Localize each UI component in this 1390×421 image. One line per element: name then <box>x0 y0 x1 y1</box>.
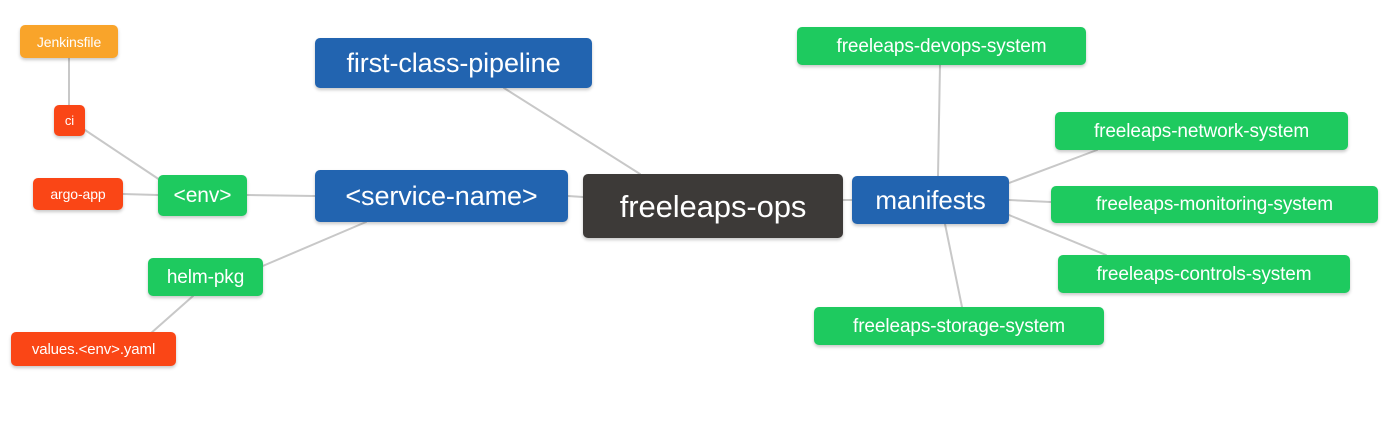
edge-service-name-to-freeleaps-ops <box>567 195 584 198</box>
edge-manifests-to-freeleaps-devops-system <box>937 64 941 177</box>
node-manifests[interactable]: manifests <box>852 176 1009 224</box>
edge-helm-pkg-to-service-name <box>257 221 367 269</box>
node-ci[interactable]: ci <box>54 105 85 136</box>
node-freeleaps-network-system[interactable]: freeleaps-network-system <box>1055 112 1348 150</box>
node-freeleaps-devops-system[interactable]: freeleaps-devops-system <box>797 27 1086 65</box>
node-argo-app[interactable]: argo-app <box>33 178 123 210</box>
edge-argo-app-to-env <box>122 193 159 196</box>
edge-manifests-to-freeleaps-monitoring-system <box>1008 199 1052 203</box>
node-freeleaps-controls-system[interactable]: freeleaps-controls-system <box>1058 255 1350 293</box>
node-freeleaps-ops[interactable]: freeleaps-ops <box>583 174 843 238</box>
node-freeleaps-storage-system[interactable]: freeleaps-storage-system <box>814 307 1104 345</box>
node-env[interactable]: <env> <box>158 175 247 216</box>
edge-values-yaml-to-helm-pkg <box>149 295 194 335</box>
node-helm-pkg[interactable]: helm-pkg <box>148 258 263 296</box>
edge-first-class-pipeline-to-freeleaps-ops <box>503 87 641 175</box>
edge-ci-to-env <box>84 129 161 181</box>
node-values-yaml[interactable]: values.<env>.yaml <box>11 332 176 366</box>
node-service-name[interactable]: <service-name> <box>315 170 568 222</box>
node-first-class-pipeline[interactable]: first-class-pipeline <box>315 38 592 88</box>
node-freeleaps-monitoring-system[interactable]: freeleaps-monitoring-system <box>1051 186 1378 223</box>
edge-env-to-service-name <box>246 194 316 197</box>
node-jenkinsfile[interactable]: Jenkinsfile <box>20 25 118 58</box>
edge-manifests-to-freeleaps-network-system <box>1008 149 1098 184</box>
edge-manifests-to-freeleaps-storage-system <box>944 223 963 308</box>
